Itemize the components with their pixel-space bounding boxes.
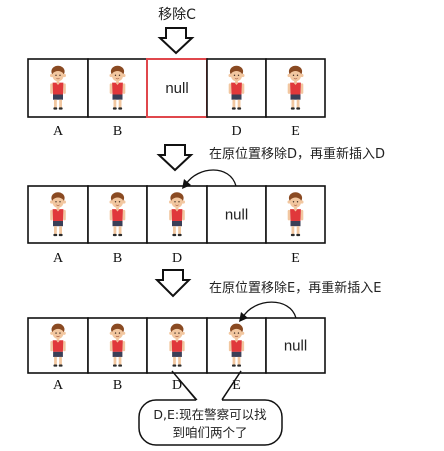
array-cell: [87, 185, 148, 244]
step2-label: 在原位置移除D，再重新插入D: [209, 146, 385, 162]
down-arrow-1: [157, 27, 195, 55]
callout-text-line1: D,E:现在警察可以找: [153, 407, 267, 422]
reinsert-arrow-e: [242, 301, 297, 319]
callout-text-line2: 到咱们两个了: [172, 425, 247, 440]
highlighted-cell-border: [146, 58, 208, 118]
reinsert-arrowhead-d: [182, 179, 191, 189]
cell-label: D: [172, 378, 182, 393]
reinsert-arrow-d: [185, 169, 237, 187]
array-cell: [206, 58, 267, 118]
cell-label: B: [113, 124, 122, 139]
array-cell: [206, 317, 267, 374]
step3-label: 在原位置移除E，再重新插入E: [209, 280, 381, 296]
array-cell: [27, 58, 89, 118]
cell-label: E: [291, 251, 300, 266]
null-text: null: [284, 338, 307, 355]
down-arrow-3: [154, 269, 192, 298]
cell-label: A: [53, 124, 64, 139]
cell-label: D: [172, 251, 182, 266]
null-text: null: [165, 80, 188, 97]
array-cell: null: [206, 185, 267, 244]
array-cell: [265, 58, 326, 118]
array-cell: [87, 58, 148, 118]
cell-border: [206, 185, 267, 244]
top-label: 移除C: [158, 7, 196, 23]
array-cell: [265, 185, 326, 244]
cell-label: E: [232, 378, 241, 393]
cell-label: A: [53, 251, 64, 266]
cell-label: B: [113, 378, 122, 393]
array-cell: [146, 185, 208, 244]
array-cell: [146, 317, 208, 374]
null-text: null: [225, 207, 248, 224]
cell-label: D: [231, 124, 241, 139]
array-cell: [27, 317, 89, 374]
reinsert-arrowhead-e: [239, 312, 248, 322]
cell-label: A: [53, 378, 64, 393]
array-cell: [87, 317, 148, 374]
array-cell: null: [265, 317, 326, 374]
cell-label: B: [113, 251, 122, 266]
cell-border: [265, 317, 326, 374]
down-arrow-2: [156, 144, 194, 172]
array-cell: [27, 185, 89, 244]
cell-label: E: [291, 124, 300, 139]
array-cell: null: [146, 58, 208, 118]
